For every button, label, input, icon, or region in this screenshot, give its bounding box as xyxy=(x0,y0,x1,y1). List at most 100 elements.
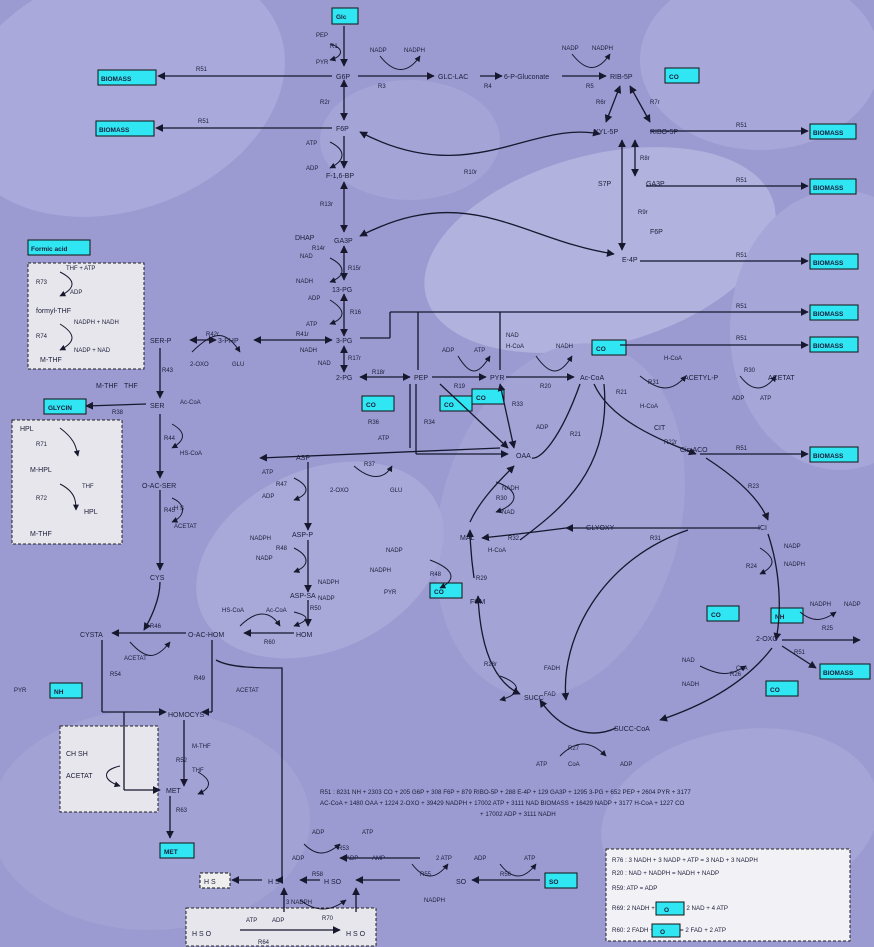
met-h2so3: H SO xyxy=(324,879,342,886)
cof-hcoa-r21: H-CoA xyxy=(640,404,658,410)
cof-atp-r19: ATP xyxy=(474,348,485,354)
svg-text:BIOMASS: BIOMASS xyxy=(813,453,844,460)
met-mhpl: M-HPL xyxy=(30,467,52,474)
met-dhap: DHAP xyxy=(295,235,315,242)
svg-text:CO: CO xyxy=(770,687,780,694)
cof-thfatp-r77: THF + ATP xyxy=(66,266,95,272)
cof-2atp: 2 ATP xyxy=(436,856,452,862)
cof-adp-r77: ADP xyxy=(70,290,82,296)
cof-pyr-malic: PYR xyxy=(384,590,397,596)
rxn-r58: R58 xyxy=(312,872,324,878)
biomass-equation-line3: + 17002 ADP + 3111 NADH xyxy=(480,811,556,818)
svg-text:BIOMASS: BIOMASS xyxy=(813,130,844,137)
cof-accoa-r60: Ac-CoA xyxy=(266,608,287,614)
cof-nad-r26: NAD xyxy=(682,658,695,664)
cof-adp-amp: ADP xyxy=(346,856,358,862)
formic-acid-exchange-box: Formic acid xyxy=(28,240,90,255)
met-aspsa: ASP-SA xyxy=(290,593,316,600)
rxn-r70: R70 xyxy=(322,916,334,922)
cof-nadph-r48r: NADPH xyxy=(370,568,391,574)
cof-adp-r47: ADP xyxy=(262,494,274,500)
cof-nadh-r20: NADH xyxy=(556,344,573,350)
so4-exchange-box: SO xyxy=(545,873,577,888)
svg-text:O: O xyxy=(664,907,669,914)
cof-hcoa-r32: H-CoA xyxy=(488,548,506,554)
met-cit: CIT xyxy=(654,425,666,432)
cof-2oxo-r42: 2-OXO xyxy=(190,362,209,368)
glycin-exchange-box: GLYCIN xyxy=(44,399,86,414)
met-thf: THF xyxy=(124,383,138,390)
svg-text:GLYCIN: GLYCIN xyxy=(48,405,72,412)
met-13pg: 13-PG xyxy=(332,287,352,294)
rxn-r21b: R21 xyxy=(570,432,582,438)
met-mthf-product: M-THF xyxy=(30,531,52,538)
svg-text:CO: CO xyxy=(476,395,486,402)
biomass-exchange-box-pep: BIOMASS xyxy=(810,337,858,352)
rxn-r43: R43 xyxy=(162,368,174,374)
met-6pgluconate: 6-P-Gluconate xyxy=(504,74,549,81)
svg-text:O: O xyxy=(660,929,665,936)
co2-exchange-box-r36: CO xyxy=(362,396,394,411)
co2-exchange-box-rib: CO xyxy=(665,68,699,83)
met-cysta: CYSTA xyxy=(80,632,103,639)
met-h2s2o3: H S O xyxy=(192,931,212,938)
svg-text:BIOMASS: BIOMASS xyxy=(813,185,844,192)
cof-nadp-r48: NADP xyxy=(256,556,273,562)
met-hom: HOM xyxy=(296,632,313,639)
met-glclac: GLC-LAC xyxy=(438,74,468,81)
biomass-exchange-box-accoa: BIOMASS xyxy=(810,447,858,462)
met-2oxo: 2-OXO xyxy=(756,636,778,643)
rxn-r54: R54 xyxy=(110,672,122,678)
met-oaa: OAA xyxy=(516,453,531,460)
met-serp: SER-P xyxy=(150,338,172,345)
legend-r59: R59: ATP = ADP xyxy=(612,885,657,892)
rxn-r46: R46 xyxy=(150,624,162,630)
rxn-r51-ribo5p: R51 xyxy=(736,123,748,129)
met-ch3sh: CH SH xyxy=(66,751,88,758)
rxn-r78: R74 xyxy=(36,334,48,340)
rxn-r38: R38 xyxy=(112,410,124,416)
biomass-exchange-box-f6p: BIOMASS xyxy=(96,121,154,136)
svg-text:CO: CO xyxy=(596,346,606,353)
met-asp: ASP xyxy=(296,455,310,462)
rxn-r30: R30 xyxy=(744,368,756,374)
rxn-r8r: R8r xyxy=(640,156,650,162)
met-f6p: F6P xyxy=(336,126,349,133)
met-acetat: ACETAT xyxy=(768,375,795,382)
cof-nadph-r48: NADPH xyxy=(250,536,271,542)
svg-text:CO: CO xyxy=(669,74,679,81)
cof-hscoa-r60: HS-CoA xyxy=(222,608,244,614)
rxn-r16: R16 xyxy=(350,310,362,316)
cof-nadph3: 3 NADPH xyxy=(286,900,312,906)
met-succcoa: SUCC-CoA xyxy=(614,726,650,733)
rxn-r51-3pg: R51 xyxy=(736,304,748,310)
rxn-r31: R31 xyxy=(648,380,660,386)
cof-nadp-r25: NADP xyxy=(844,602,861,608)
rxn-r27: R27 xyxy=(568,746,580,752)
rxn-r45: R45 xyxy=(164,508,176,514)
rxn-r34: R34 xyxy=(424,420,436,426)
cof-nadphnadh-r78: NADPH + NADH xyxy=(74,320,119,326)
cof-amp: AMP xyxy=(372,856,385,862)
co2-exchange-box-oxodh: CO xyxy=(766,681,798,696)
rxn-r51-f6p: R51 xyxy=(198,119,210,125)
cof-atp-r47: ATP xyxy=(262,470,273,476)
rxn-r77: R73 xyxy=(36,280,48,286)
rxn-r17r: R17r xyxy=(348,356,361,362)
rxn-r42r: R42r xyxy=(206,332,219,338)
cof-nad-r41: NAD xyxy=(318,361,331,367)
cof-pyr: PYR xyxy=(316,60,329,66)
met-glyoxy: GLYOXY xyxy=(586,525,615,532)
cof-nadph-r5: NADPH xyxy=(592,46,613,52)
cof-nad-r20: NAD xyxy=(506,333,519,339)
rxn-r33-r35: R33 xyxy=(512,402,524,408)
cof-atp-r55: ATP xyxy=(524,856,535,862)
met-h2s: H S xyxy=(268,879,280,886)
cof-nadph-r24: NADPH xyxy=(784,562,805,568)
svg-text:MET: MET xyxy=(164,849,178,856)
cof-thf-r52: THF xyxy=(192,768,204,774)
cof-atp-r30: ATP xyxy=(760,396,771,402)
rxn-r51-g6p: R51 xyxy=(196,67,208,73)
rxn-r23r: R23 xyxy=(748,484,760,490)
